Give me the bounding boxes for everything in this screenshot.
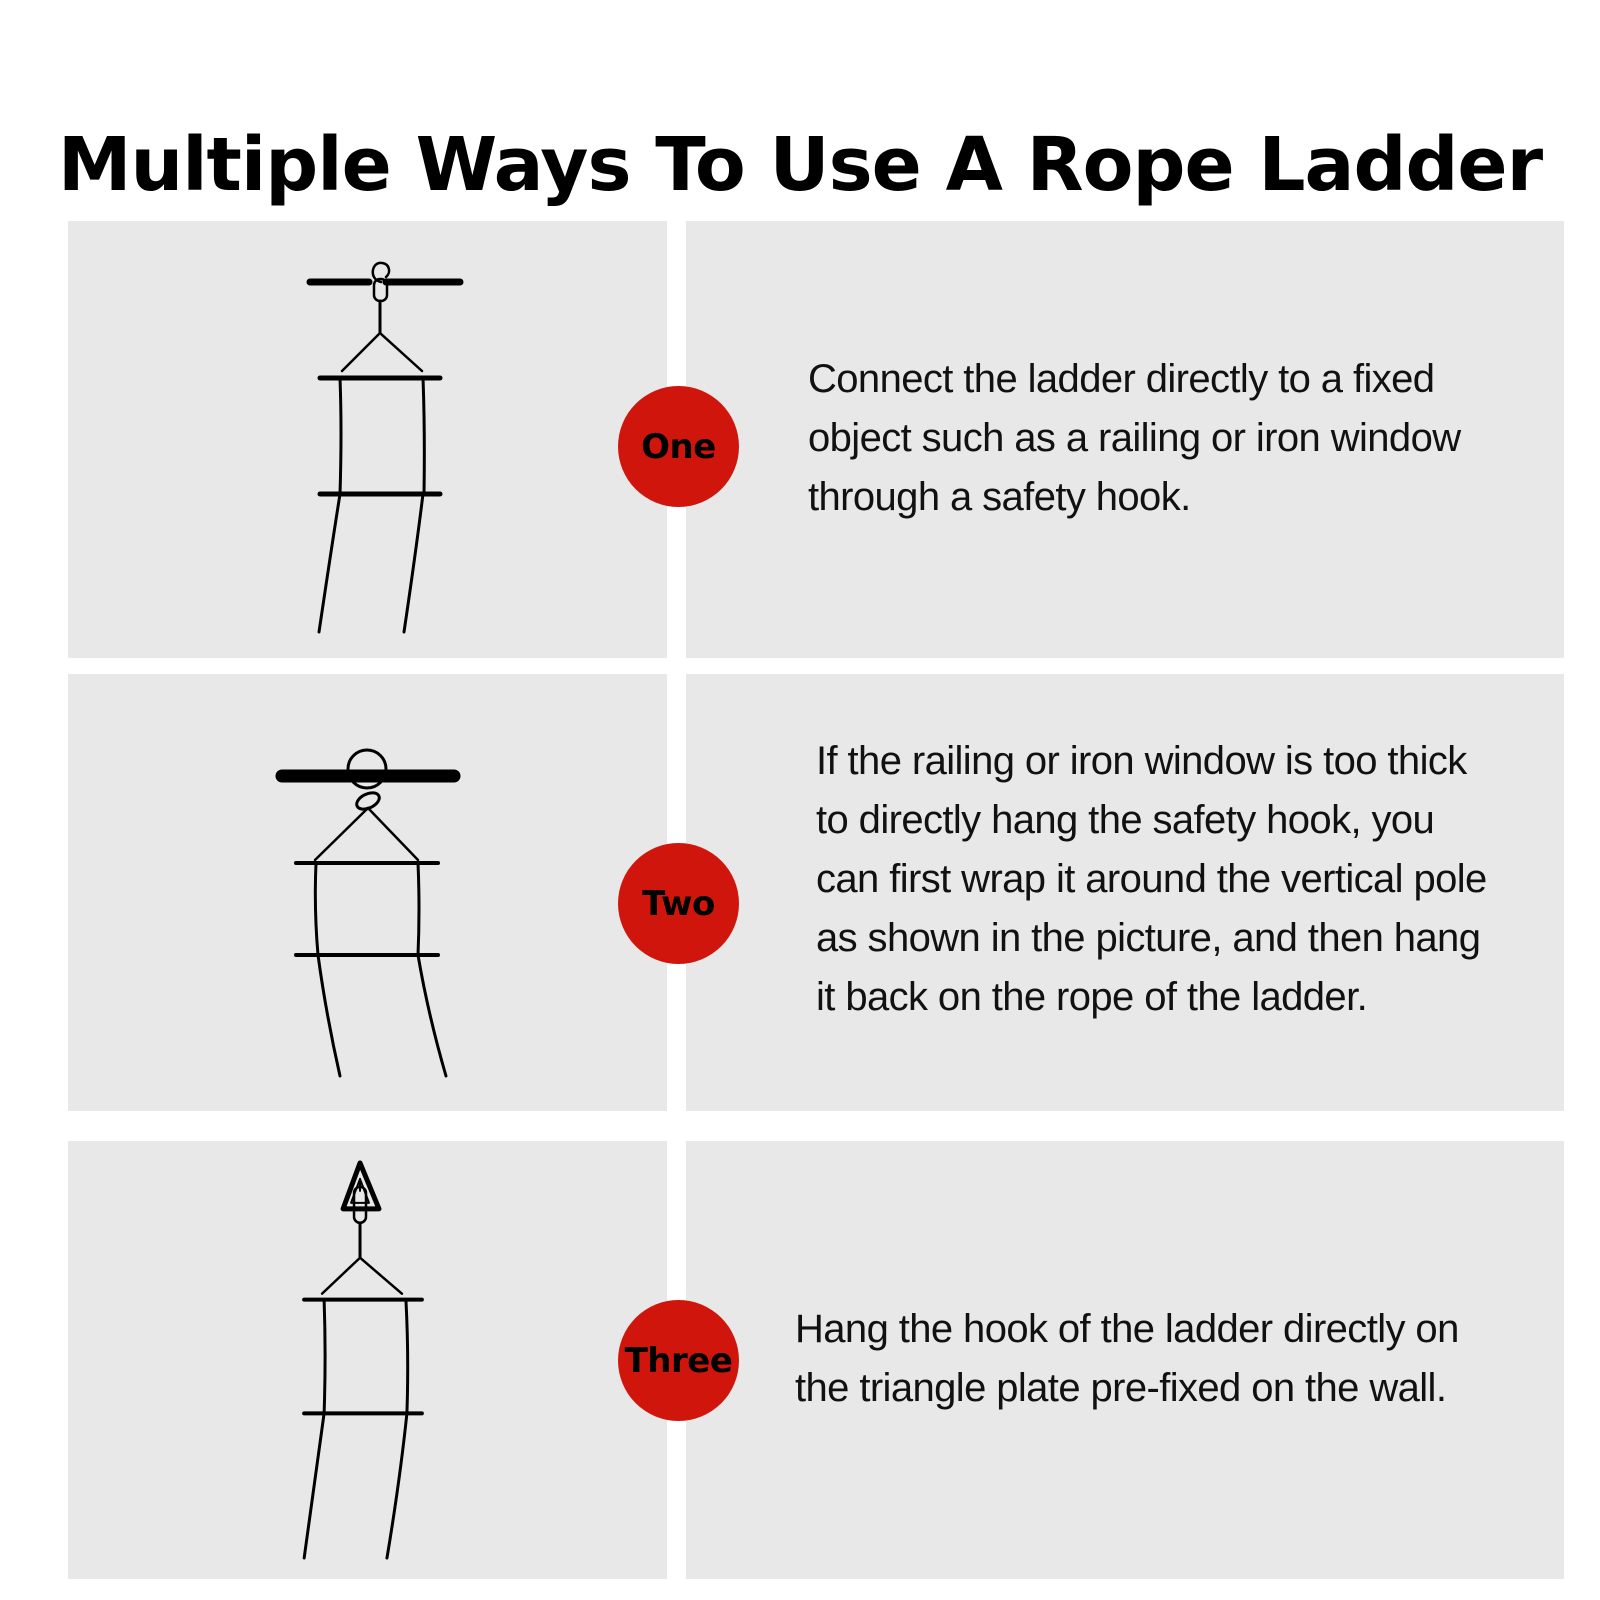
step-three-text-panel xyxy=(686,1141,1564,1579)
page-title: Multiple Ways To Use A Rope Ladder xyxy=(57,121,1543,208)
step-three-badge: Three xyxy=(618,1300,739,1421)
ladder-hooked-on-rail-icon xyxy=(68,221,667,658)
step-one-text-panel xyxy=(686,221,1564,658)
step-three-illustration-panel xyxy=(68,1141,667,1579)
step-one-illustration-panel xyxy=(68,221,667,658)
step-two-text-panel xyxy=(686,674,1564,1111)
step-one-description: Connect the ladder directly to a fixed o… xyxy=(808,357,1461,519)
step-two-description: If the railing or iron window is too thi… xyxy=(816,739,1487,1019)
step-three-description: Hang the hook of the ladder directly on … xyxy=(795,1307,1459,1410)
ladder-on-triangle-plate-icon xyxy=(68,1141,667,1578)
step-two-badge: Two xyxy=(618,843,739,964)
step-one-badge: One xyxy=(618,386,739,507)
step-two-illustration-panel xyxy=(68,674,667,1111)
ladder-wrapped-on-pole-icon xyxy=(68,674,667,1111)
